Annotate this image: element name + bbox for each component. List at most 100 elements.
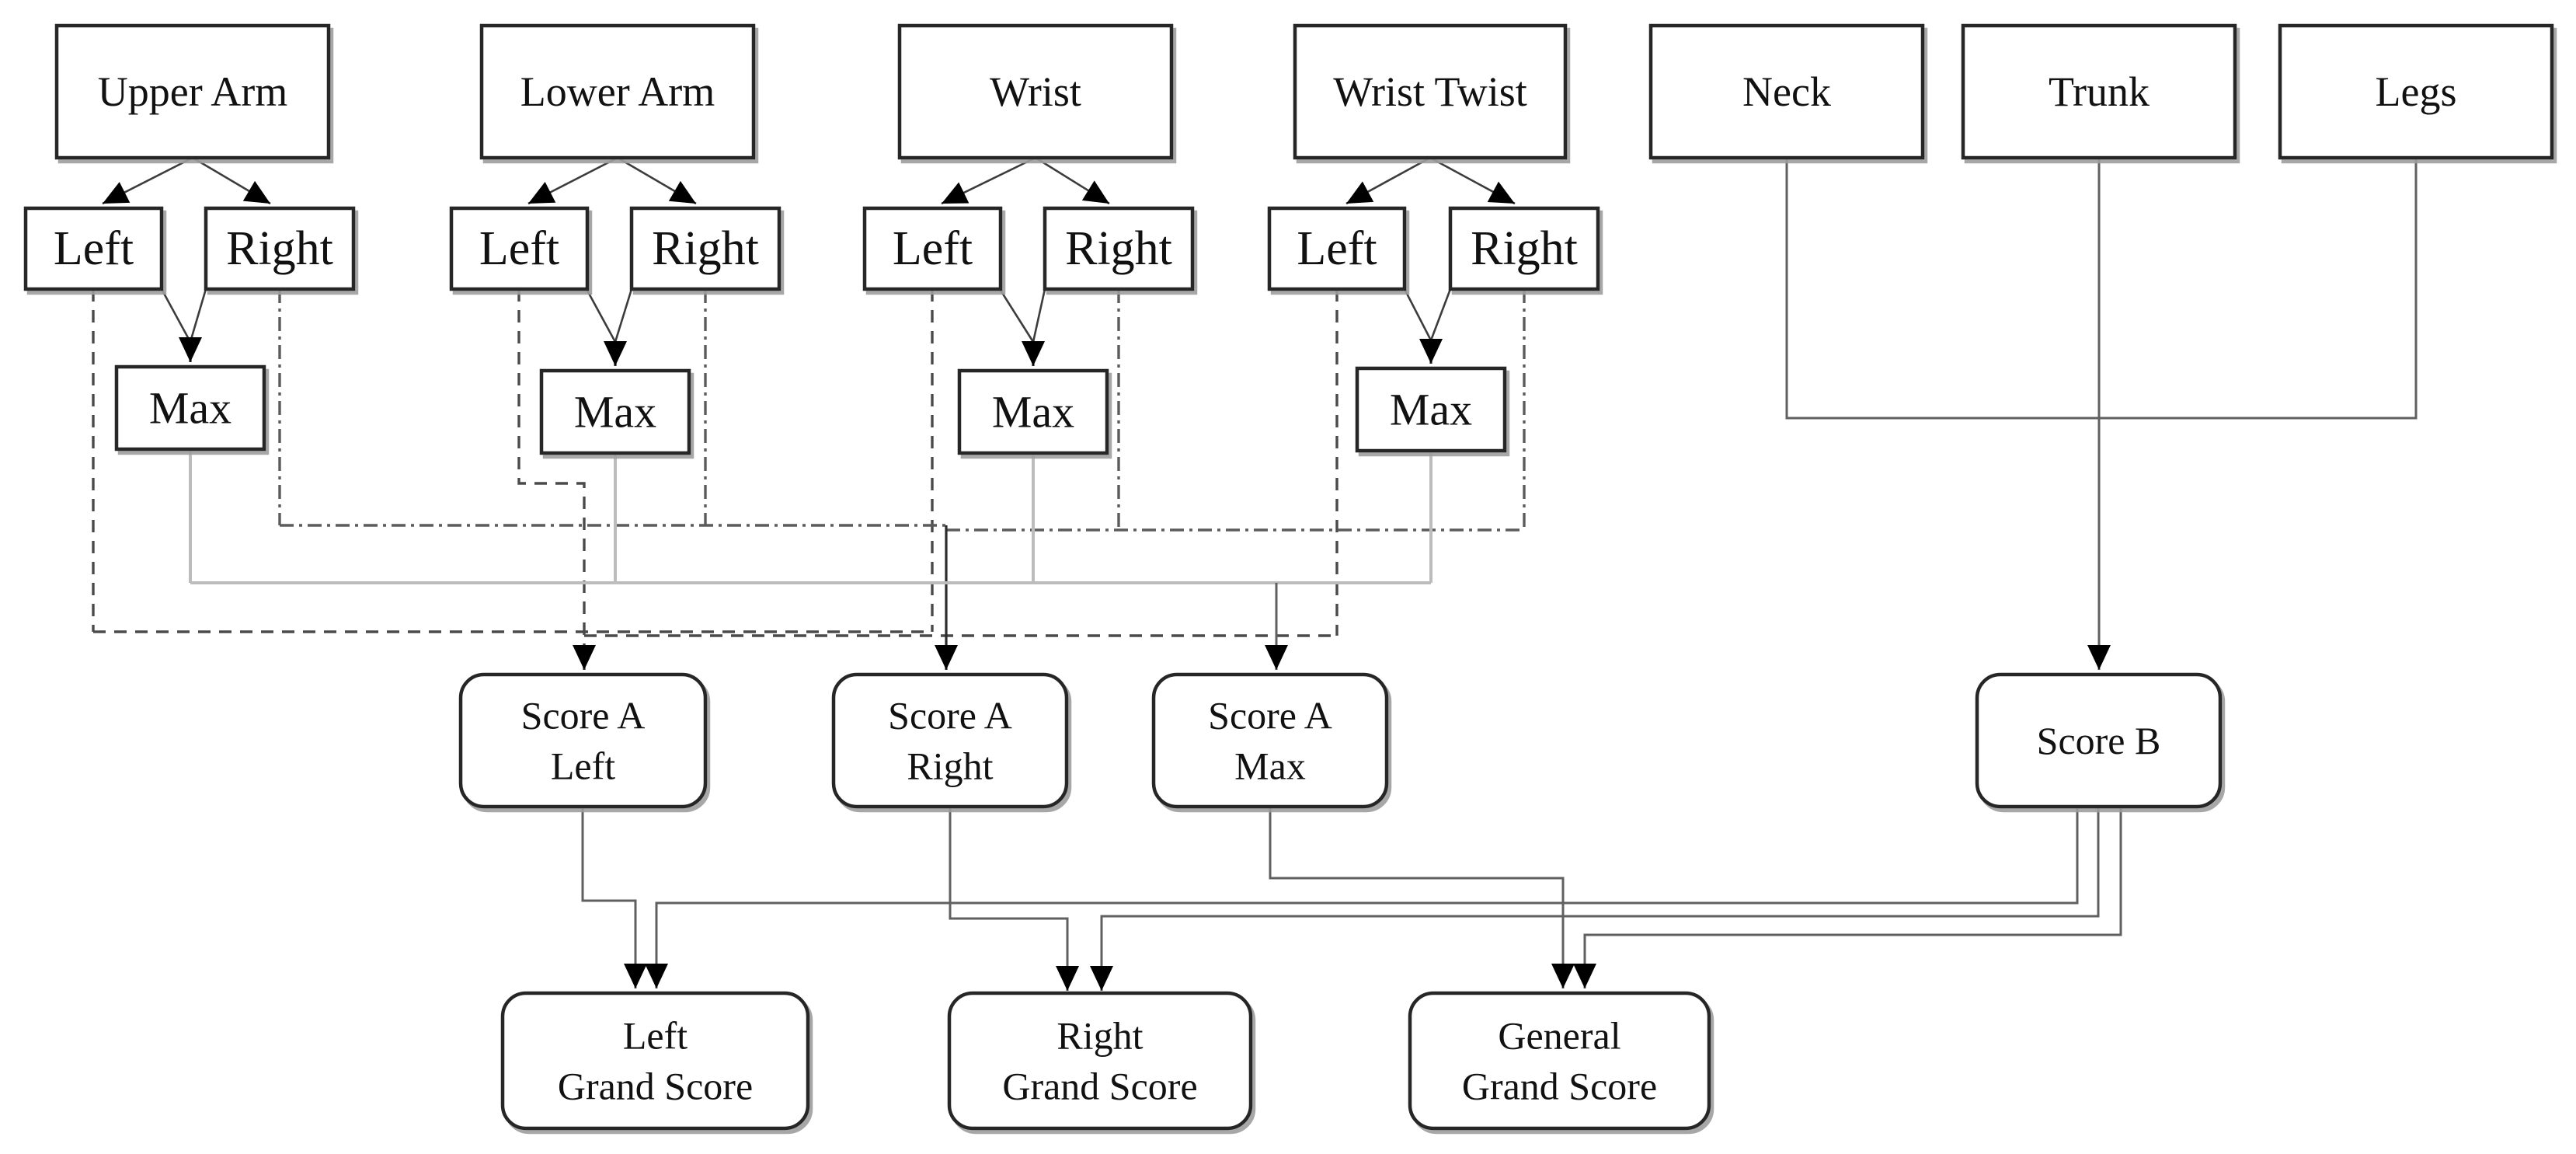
wrist-max-label: Max (992, 387, 1074, 438)
arrowhead-score-b-to-general-grand (1573, 964, 1596, 988)
edge-wrist-twist-to-left (1345, 156, 1431, 205)
arrowhead-lower-arm-max-arrow (604, 341, 627, 366)
right-grand-score-box (947, 991, 1253, 1131)
arrowhead-wrist-to-right (1081, 180, 1109, 204)
arrowhead-wrist-twist-to-left (1346, 181, 1374, 204)
arrowhead-lower-arm-to-right (668, 180, 696, 204)
neck-box (1648, 23, 1925, 160)
edge-score-a-max-to-general-grand (1269, 807, 1575, 988)
wrist-right-box (1043, 206, 1195, 291)
arrowhead-score-a-left-to-left-grand (624, 964, 647, 988)
edge-wrist-twist-to-right (1429, 156, 1516, 205)
wrist-label: Wrist (990, 68, 1081, 115)
edge-wrist-max-arrow (1022, 340, 1045, 366)
node-wrist-max: Max (957, 368, 1109, 455)
edge-lower-arm-left-to-max (585, 288, 617, 343)
trunk-label: Trunk (2049, 68, 2150, 115)
arrowhead-wrist-to-left (942, 182, 969, 204)
edge-score-a-left-to-left-grand (581, 807, 647, 988)
upper-arm-left-box (23, 206, 164, 291)
edge-score-b-to-left-grand (645, 807, 2079, 988)
node-wrist-twist-right: Right (1448, 206, 1600, 291)
arrowhead-upper-arm-to-right (242, 180, 270, 204)
wrist-left-box (862, 206, 1003, 291)
node-wrist-twist-left: Left (1267, 206, 1407, 291)
upper-arm-right-label: Right (226, 222, 333, 275)
edge-wrist-twist-left-to-max (1403, 288, 1432, 341)
node-wrist-right: Right (1043, 206, 1195, 291)
arrowhead-upper-arm-max-arrow (179, 337, 202, 362)
arrowhead-score-a-max-to-general-grand (1551, 964, 1575, 988)
edge-wrist-to-right (1035, 156, 1110, 205)
score-a-left-label-2: Left (551, 744, 615, 788)
edge-wrist-twist-max-arrow (1419, 339, 1443, 364)
lower-arm-max-box (539, 368, 691, 455)
wrist-twist-box (1293, 23, 1568, 160)
wrist-box (897, 23, 1174, 160)
edge-wrist-to-left (941, 156, 1036, 205)
upper-arm-right-box (204, 206, 356, 291)
node-upper-arm: Upper Arm (54, 23, 331, 160)
general-grand-score-label-1: General (1498, 1014, 1620, 1058)
edge-lower-arm-max-arrow (604, 340, 627, 366)
edge-wrist-right-to-max (1032, 288, 1046, 343)
neck-label: Neck (1742, 68, 1831, 115)
node-lower-arm: Lower Arm (479, 23, 756, 160)
node-trunk: Trunk (1961, 23, 2237, 160)
arrowhead-max-collector-to-score-a-max (1265, 645, 1288, 670)
wrist-twist-left-label: Left (1297, 222, 1377, 275)
lower-arm-left-label: Left (479, 222, 559, 275)
upper-arm-label: Upper Arm (98, 68, 287, 115)
edge-right-collector-to-score-a-right (935, 525, 958, 670)
wrist-twist-max-label: Max (1390, 385, 1472, 435)
edge-score-b-to-general-grand (1573, 807, 2122, 988)
wrist-twist-label: Wrist Twist (1333, 68, 1527, 115)
left-grand-score-box (500, 991, 810, 1131)
wrist-twist-right-box (1448, 206, 1600, 291)
edge-lower-arm-right-to-max (614, 288, 633, 343)
edge-upper-arm-max-arrow (179, 337, 202, 362)
edge-wrist-twist-right-to-max (1429, 288, 1452, 341)
upper-arm-left-label: Left (54, 222, 134, 275)
score-a-right-label-1: Score A (888, 694, 1012, 737)
score-a-max-box (1151, 672, 1389, 809)
edge-upper-arm-to-right (192, 156, 271, 205)
edge-upper-arm-to-left (102, 156, 193, 205)
arrowhead-right-collector-to-score-a-right (935, 645, 958, 670)
wrist-left-label: Left (893, 222, 973, 275)
arrowhead-wrist-twist-to-right (1487, 181, 1515, 204)
lower-arm-left-box (449, 206, 590, 291)
arrowhead-score-a-right-to-right-grand (1056, 966, 1079, 991)
upper-arm-box (54, 23, 331, 160)
legs-label: Legs (2376, 68, 2457, 115)
node-upper-arm-max: Max (114, 364, 266, 451)
score-a-max-label-1: Score A (1208, 694, 1332, 737)
lower-arm-right-label: Right (652, 222, 759, 275)
edge-lower-arm-left-to-score-a-left (517, 289, 596, 670)
edge-neck-legs-junction (1785, 158, 2418, 420)
edge-wrist-left-to-max (998, 288, 1035, 343)
edges-layer (92, 156, 2418, 991)
node-lower-arm-right: Right (629, 206, 782, 291)
legs-box (2278, 23, 2554, 160)
edge-upper-arm-left-to-max (160, 288, 192, 343)
edge-score-a-right-to-right-grand (949, 807, 1079, 991)
arrowhead-trunk-to-score-b (2087, 645, 2111, 670)
wrist-twist-left-box (1267, 206, 1407, 291)
score-a-right-box (831, 672, 1069, 809)
trunk-box (1961, 23, 2237, 160)
lower-arm-label: Lower Arm (520, 68, 715, 115)
left-grand-score-label-2: Grand Score (558, 1065, 753, 1108)
lower-arm-max-label: Max (574, 387, 656, 438)
score-a-left-box (458, 672, 708, 809)
edge-trunk-to-score-b (2087, 158, 2111, 670)
node-lower-arm-max: Max (539, 368, 691, 455)
score-b-box (1975, 672, 2223, 809)
wrist-twist-right-label: Right (1471, 222, 1578, 275)
